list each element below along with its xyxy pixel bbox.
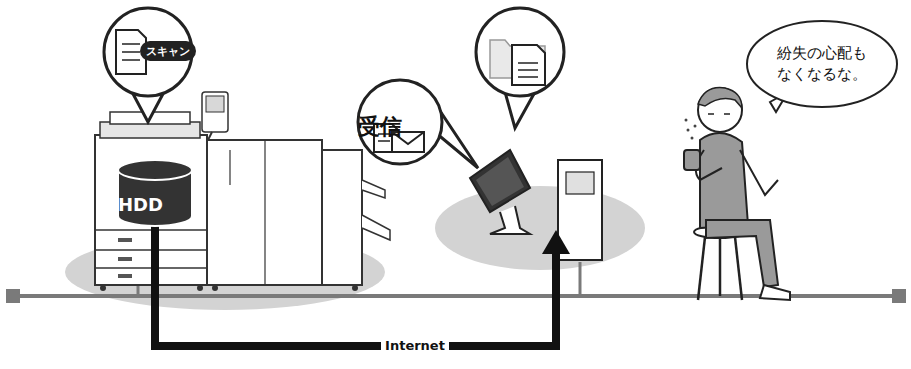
- scan-bubble: スキャン: [104, 8, 192, 96]
- node-text: 紛失の心配も なくなるな。: [775, 43, 870, 85]
- hdd-cylinder: HDD: [118, 160, 192, 226]
- node-text: 受信: [358, 114, 402, 140]
- receive-bubble: 受信: [358, 80, 442, 164]
- network-label: Internet: [381, 337, 449, 355]
- node-text: スキャン: [140, 41, 196, 61]
- speech-bubble: 紛失の心配も なくなるな。: [746, 20, 898, 108]
- speech-bubble-outline: [746, 20, 898, 108]
- node-text: HDD: [118, 194, 163, 216]
- hdd-cylinder-outline: [118, 160, 192, 226]
